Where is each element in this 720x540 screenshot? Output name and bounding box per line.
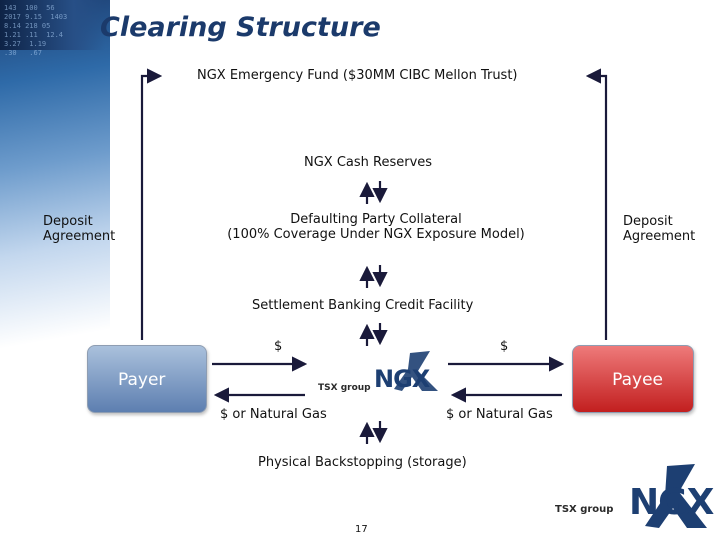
dollar-left-label: $: [274, 339, 283, 354]
deposit-right-line1: Deposit: [623, 214, 673, 229]
deposit-left-line1: Deposit: [43, 214, 93, 229]
left-loop-line: [140, 68, 163, 340]
footer-ngx-x-mark: [645, 464, 707, 528]
collateral-line1: Defaulting Party Collateral: [290, 212, 462, 227]
gas-right-label: $ or Natural Gas: [446, 407, 553, 422]
payer-label: Payer: [118, 370, 166, 390]
collateral-label: Defaulting Party Collateral (100% Covera…: [214, 212, 538, 242]
page-title: Clearing Structure: [100, 12, 381, 43]
settlement-label: Settlement Banking Credit Facility: [252, 298, 474, 313]
footer-ngx-logo: TSX group NGX: [545, 462, 715, 532]
emergency-fund-label: NGX Emergency Fund ($30MM CIBC Mellon Tr…: [197, 68, 518, 83]
deposit-right-line2: Agreement: [623, 229, 696, 244]
footer-tsx-group-text: TSX group: [555, 504, 614, 515]
payee-label: Payee: [612, 370, 663, 390]
deposit-agreement-left: Deposit Agreement: [43, 214, 115, 244]
dollar-right-label: $: [500, 339, 509, 354]
corner-ticker-decoration: 143 100 56 2017 9.15 1403 8.14 218 05 1.…: [4, 4, 68, 57]
deposit-left-line2: Agreement: [43, 229, 116, 244]
double-arrow-4: [359, 421, 388, 444]
right-loop-line: [585, 68, 608, 340]
center-ngx-text: NGX: [374, 365, 430, 393]
double-arrow-2: [359, 265, 388, 288]
page-number: 17: [355, 524, 368, 535]
corner-dark-band: [0, 0, 105, 50]
center-ngx-logo: TSX group NGX: [318, 345, 438, 395]
deposit-agreement-right: Deposit Agreement: [623, 214, 695, 244]
ngx-x-mark: [394, 351, 438, 391]
collateral-line2: (100% Coverage Under NGX Exposure Model): [227, 227, 525, 242]
gas-left-label: $ or Natural Gas: [220, 407, 327, 422]
corner-background: [0, 0, 110, 360]
footer-ngx-text: NGX: [629, 482, 714, 523]
backstopping-label: Physical Backstopping (storage): [258, 455, 467, 470]
payee-box: Payee: [572, 345, 694, 413]
double-arrow-1: [359, 181, 388, 204]
payer-box: Payer: [87, 345, 207, 413]
double-arrow-3: [359, 323, 388, 346]
center-tsx-group-text: TSX group: [318, 383, 371, 393]
cash-reserves-label: NGX Cash Reserves: [304, 155, 433, 170]
